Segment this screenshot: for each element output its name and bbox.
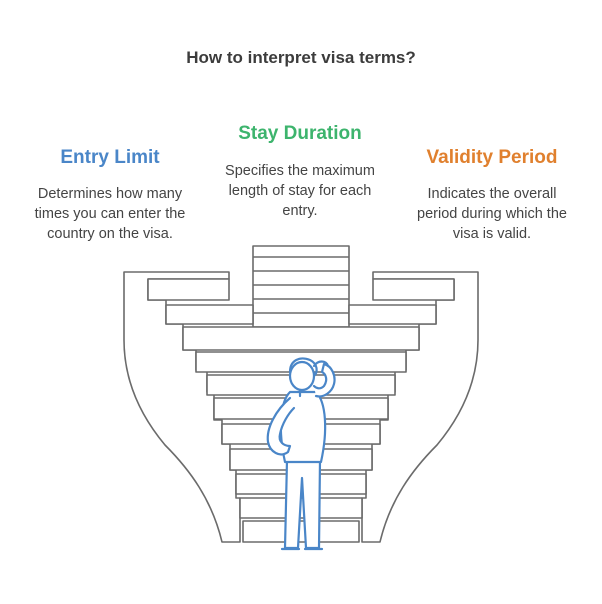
validity-period-description: Indicates the overall period during whic… [402,184,582,244]
entry-limit-desc-line-3: country on the visa. [47,226,173,242]
validity-period-desc-line-2: period during which the [417,206,567,222]
entry-limit-description: Determines how many times you can enter … [20,184,200,244]
stay-duration-desc-line-1: Specifies the maximum [225,163,375,179]
validity-period-heading: Validity Period [426,147,558,168]
pyramid-step [242,520,360,543]
person-thinking-icon [266,357,336,551]
validity-period-desc-line-1: Indicates the overall [427,186,557,202]
entry-limit-desc-line-1: Determines how many [37,186,183,202]
right-second-step [348,304,437,325]
left-top-step [147,278,230,301]
entry-limit-heading: Entry Limit [60,147,160,168]
stay-duration-desc-line-3: entry. [282,203,318,219]
stay-duration-heading: Stay Duration [238,123,362,144]
right-top-step [372,278,455,301]
validity-period-desc-line-3: visa is valid. [452,226,532,242]
pyramid-step [182,326,420,351]
diagram-title: How to interpret visa terms? [186,48,416,67]
stay-duration-desc-line-2: length of stay for each [228,183,372,199]
central-tower [252,245,350,328]
stay-duration-description: Specifies the maximum length of stay for… [212,161,388,221]
entry-limit-desc-line-2: times you can enter the [34,206,186,222]
left-second-step [165,304,254,325]
